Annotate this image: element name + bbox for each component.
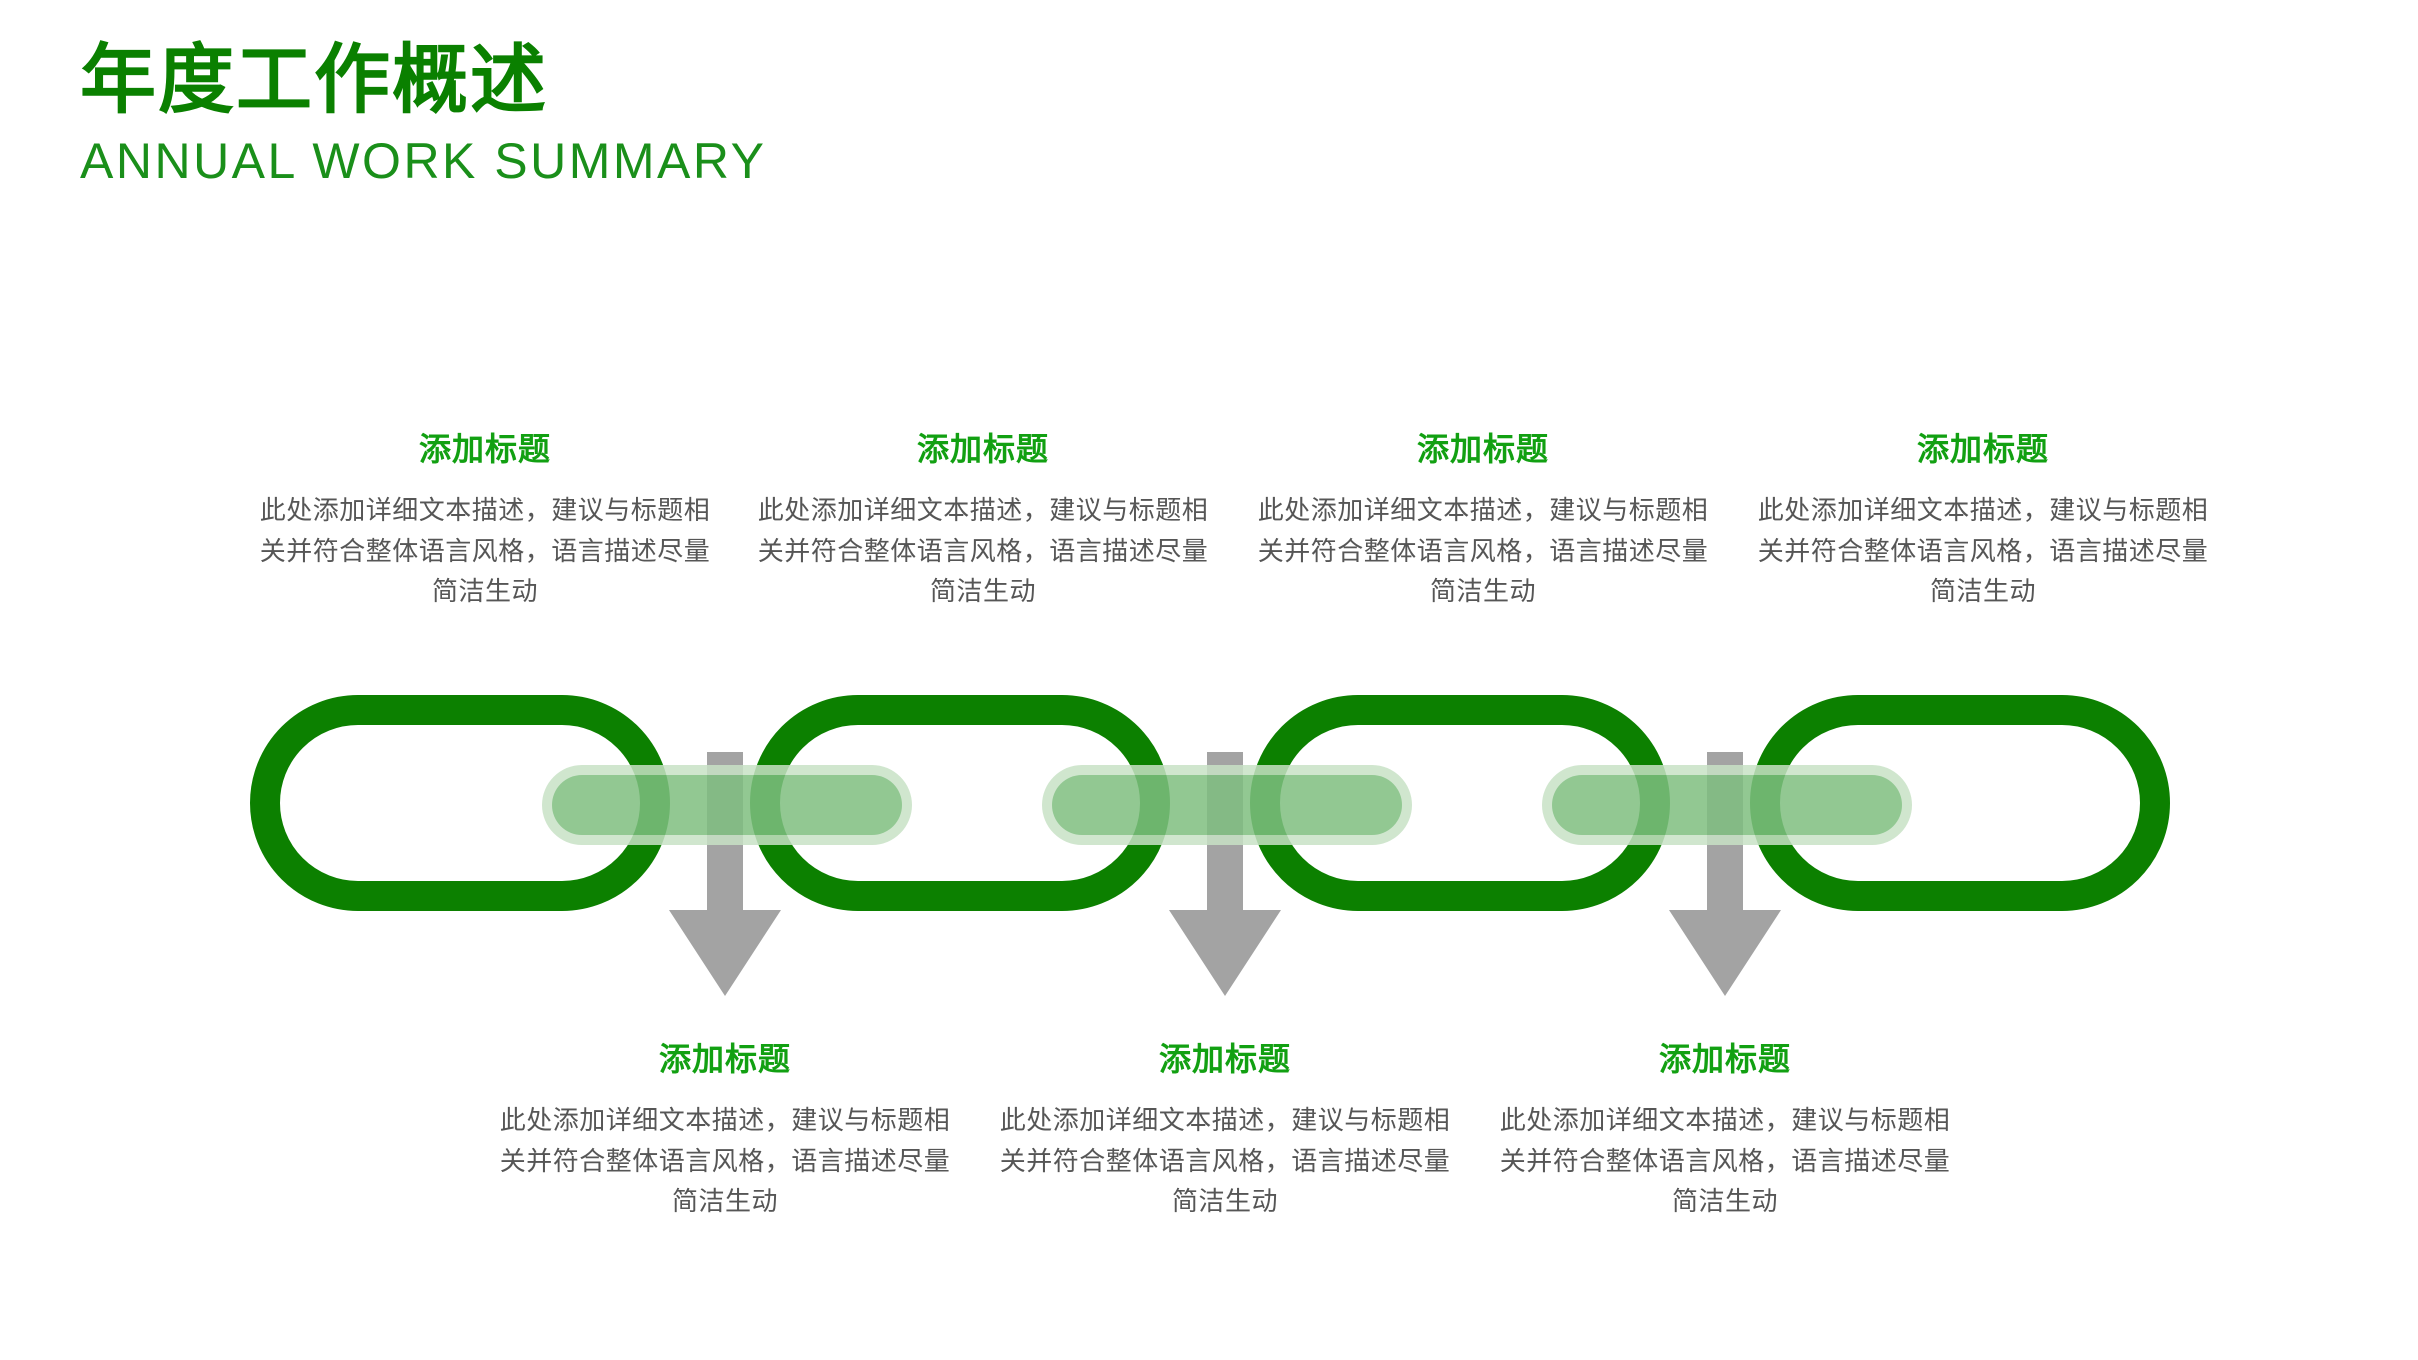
top-block-title-4: 添加标题 (1916, 431, 2049, 467)
page-subtitle: ANNUAL WORK SUMMARY (80, 133, 767, 190)
bottom-block-title-2: 添加标题 (1158, 1041, 1291, 1077)
bottom-text-block-3: 添加标题 此处添加详细文本描述，建议与标题相关并符合整体语言风格，语言描述尽量简… (1490, 1040, 1960, 1221)
bottom-block-body-2: 此处添加详细文本描述，建议与标题相关并符合整体语言风格，语言描述尽量简洁生动 (999, 1105, 1451, 1216)
bottom-text-block-2: 添加标题 此处添加详细文本描述，建议与标题相关并符合整体语言风格，语言描述尽量简… (990, 1040, 1460, 1221)
chain-connector-1 (542, 765, 912, 845)
top-block-title-3: 添加标题 (1416, 431, 1549, 467)
bottom-block-body-3: 此处添加详细文本描述，建议与标题相关并符合整体语言风格，语言描述尽量简洁生动 (1499, 1105, 1951, 1216)
top-block-body-3: 此处添加详细文本描述，建议与标题相关并符合整体语言风格，语言描述尽量简洁生动 (1257, 495, 1709, 606)
chain-graphic (250, 695, 2170, 996)
top-block-title-1: 添加标题 (418, 431, 551, 467)
page-title: 年度工作概述 (80, 38, 548, 123)
connector-core-2 (1052, 775, 1402, 835)
bottom-block-title-1: 添加标题 (658, 1041, 791, 1077)
bottom-block-body-1: 此处添加详细文本描述，建议与标题相关并符合整体语言风格，语言描述尽量简洁生动 (499, 1105, 951, 1216)
top-text-block-3: 添加标题 此处添加详细文本描述，建议与标题相关并符合整体语言风格，语言描述尽量简… (1248, 430, 1718, 611)
top-block-body-1: 此处添加详细文本描述，建议与标题相关并符合整体语言风格，语言描述尽量简洁生动 (259, 495, 711, 606)
top-block-body-2: 此处添加详细文本描述，建议与标题相关并符合整体语言风格，语言描述尽量简洁生动 (757, 495, 1209, 606)
connector-core-3 (1552, 775, 1902, 835)
connector-core-1 (552, 775, 902, 835)
top-block-body-4: 此处添加详细文本描述，建议与标题相关并符合整体语言风格，语言描述尽量简洁生动 (1757, 495, 2209, 606)
top-text-block-2: 添加标题 此处添加详细文本描述，建议与标题相关并符合整体语言风格，语言描述尽量简… (748, 430, 1218, 611)
top-text-block-1: 添加标题 此处添加详细文本描述，建议与标题相关并符合整体语言风格，语言描述尽量简… (250, 430, 720, 611)
connector-group (542, 765, 1912, 845)
page-header: 年度工作概述 ANNUAL WORK SUMMARY (80, 38, 1280, 190)
top-text-block-4: 添加标题 此处添加详细文本描述，建议与标题相关并符合整体语言风格，语言描述尽量简… (1748, 430, 2218, 611)
top-block-title-2: 添加标题 (916, 431, 1049, 467)
chain-connector-3 (1542, 765, 1912, 845)
bottom-text-block-1: 添加标题 此处添加详细文本描述，建议与标题相关并符合整体语言风格，语言描述尽量简… (490, 1040, 960, 1221)
bottom-block-title-3: 添加标题 (1658, 1041, 1791, 1077)
chain-connector-2 (1042, 765, 1412, 845)
